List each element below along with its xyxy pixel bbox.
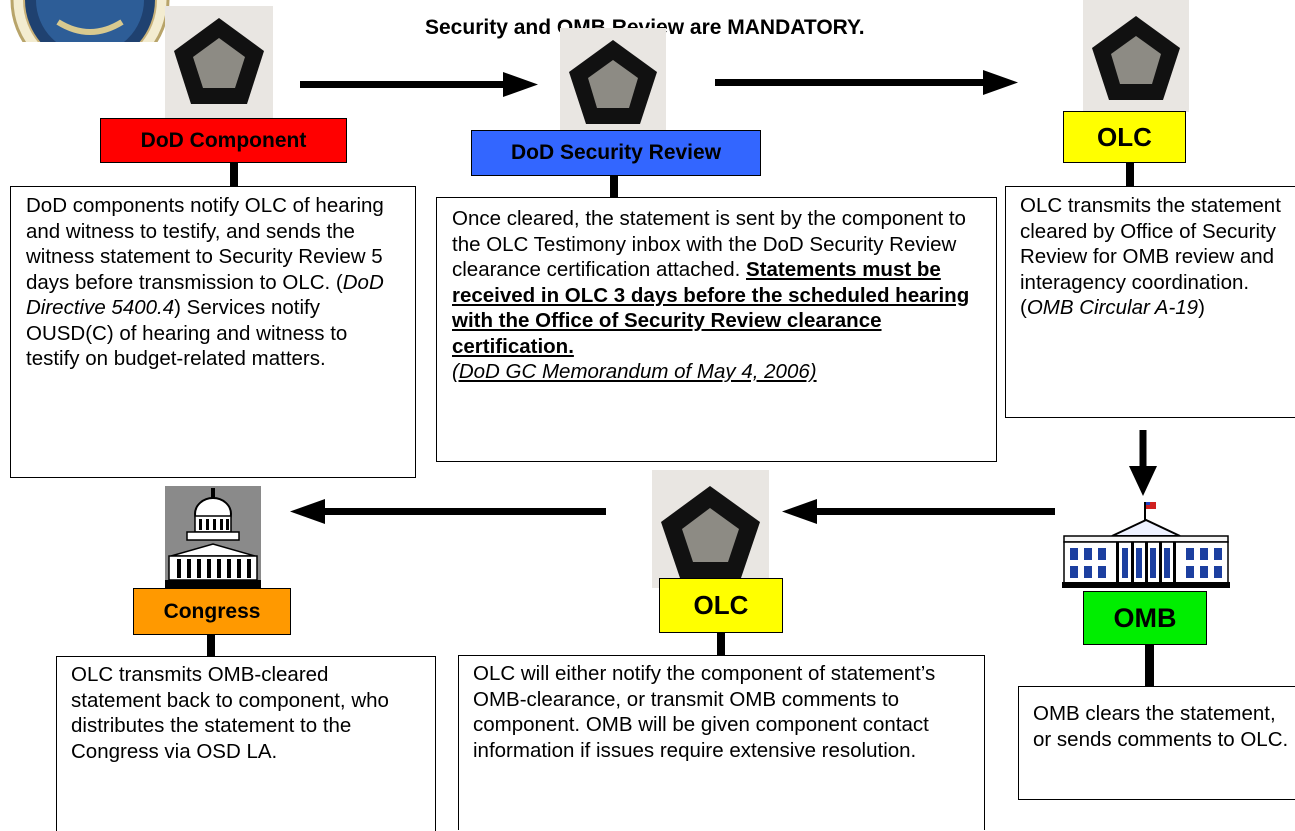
dod-seal-icon [0, 0, 188, 42]
olc-bottom-description: OLC will either notify the component of … [458, 655, 985, 830]
dod-security-review-label: DoD Security Review [471, 130, 761, 176]
white-house-icon [1060, 498, 1232, 590]
olc-top-label: OLC [1063, 111, 1186, 163]
arrow-left-icon [782, 499, 1055, 524]
diagram-title: Security and OMB Review are MANDATORY. [425, 16, 865, 39]
connector [207, 635, 215, 656]
olc-top-description: OLC transmits the statement cleared by O… [1005, 186, 1295, 418]
capitol-icon [165, 486, 261, 590]
congress-description: OLC transmits OMB-cleared statement back… [56, 656, 436, 831]
olc-bottom-label: OLC [659, 578, 783, 633]
omb-label: OMB [1083, 591, 1207, 645]
dod-security-review-description: Once cleared, the statement is sent by t… [436, 197, 997, 462]
congress-label: Congress [133, 588, 291, 635]
connector [1145, 645, 1154, 686]
connector [230, 163, 238, 186]
connector [610, 176, 618, 198]
dod-component-label: DoD Component [100, 118, 347, 163]
arrow-left-icon [290, 499, 606, 524]
pentagon-icon [652, 470, 769, 588]
pentagon-icon [560, 28, 666, 136]
arrow-down-icon [1129, 430, 1157, 496]
connector [717, 633, 725, 655]
arrow-right-icon [300, 72, 538, 97]
arrow-right-icon [715, 70, 1018, 95]
pentagon-icon [1083, 0, 1189, 112]
pentagon-icon [165, 6, 273, 118]
dod-component-description: DoD components notify OLC of hearing and… [10, 186, 416, 478]
omb-description: OMB clears the statement, or sends comme… [1018, 686, 1295, 800]
connector [1126, 163, 1134, 186]
